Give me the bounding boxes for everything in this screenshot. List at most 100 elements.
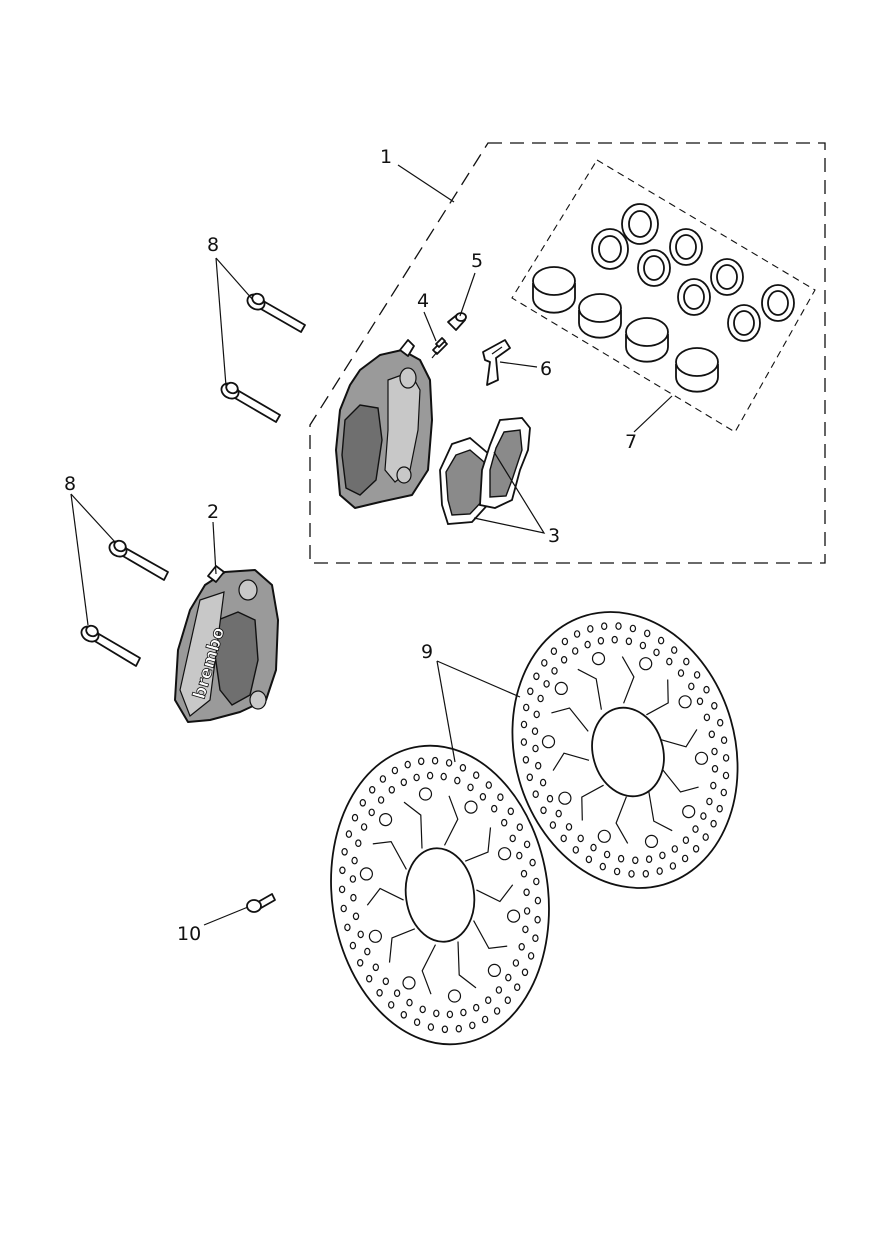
disc-rivet — [554, 681, 568, 696]
disc-drill-hole — [710, 781, 717, 790]
disc-drill-hole — [391, 766, 399, 775]
disc-drill-hole — [720, 788, 728, 797]
disc-drill-hole — [493, 1007, 501, 1015]
callout-8-lower: 8 — [64, 473, 76, 495]
piston — [675, 347, 719, 393]
disc-drill-hole — [516, 851, 523, 860]
disc-drill-hole — [419, 1005, 426, 1014]
disc-drill-hole — [433, 1009, 440, 1018]
disc-drill-hole — [426, 771, 434, 780]
disc-drill-hole — [529, 858, 536, 867]
disc-drill-hole — [427, 1023, 435, 1031]
disc-drill-hole — [518, 942, 525, 951]
seal-ring — [669, 228, 703, 266]
disc-spoke — [372, 840, 407, 870]
callout-10: 10 — [177, 923, 201, 945]
disc-drill-hole — [692, 844, 700, 853]
disc-drill-hole — [509, 834, 516, 843]
disc-drill-hole — [722, 754, 730, 762]
disc-drill-hole — [711, 701, 718, 710]
caliper-bolt — [80, 624, 141, 667]
disc-spoke — [660, 729, 698, 748]
bleed-cap — [447, 312, 467, 331]
disc-spoke — [464, 827, 492, 862]
disc-drill-hole — [653, 648, 660, 657]
disc-drill-hole — [379, 775, 387, 783]
disc-drill-hole — [359, 798, 366, 807]
disc-drill-hole — [543, 680, 550, 688]
disc-rivet — [639, 657, 653, 671]
disc-drill-hole — [345, 830, 353, 838]
disc-drill-hole — [632, 856, 639, 865]
caliper-bolt — [246, 292, 306, 333]
disc-drill-hole — [599, 862, 607, 871]
disc-drill-hole — [702, 833, 709, 841]
disc-drill-hole — [722, 771, 730, 780]
disc-drill-hole — [355, 839, 362, 848]
disc-drill-hole — [590, 843, 597, 852]
disc-drill-hole — [613, 867, 621, 876]
disc-drill-hole — [682, 836, 690, 845]
disc-drill-hole — [339, 866, 346, 875]
disc-drill-hole — [527, 687, 534, 696]
disc-rivet — [694, 751, 709, 765]
bleed-nipple — [431, 337, 448, 359]
disc-drill-hole — [467, 783, 474, 792]
leader-lines — [70, 164, 673, 926]
disc-drill-hole — [501, 818, 508, 827]
disc-drill-hole — [534, 915, 541, 924]
disc-drill-hole — [338, 885, 346, 894]
brake-disc-rear — [511, 611, 739, 889]
disc-drill-hole — [473, 1003, 480, 1012]
disc-drill-hole — [549, 821, 557, 829]
disc-drill-hole — [551, 667, 558, 675]
disc-drill-hole — [531, 727, 539, 736]
disc-drill-hole — [625, 637, 633, 646]
disc-drill-hole — [366, 974, 373, 983]
disc-drill-hole — [555, 809, 562, 818]
disc-spoke — [473, 920, 508, 950]
disc-rivet — [379, 812, 393, 827]
disc-drill-hole — [671, 845, 679, 853]
disc-rivet — [359, 867, 373, 881]
disc-drill-hole — [357, 930, 364, 939]
disc-drill-hole — [597, 636, 605, 645]
disc-drill-hole — [351, 813, 359, 822]
disc-drill-hole — [460, 1008, 467, 1017]
disc-drill-hole — [644, 629, 651, 638]
disc-drill-hole — [351, 856, 358, 865]
disc-drill-hole — [520, 869, 528, 878]
disc-spoke — [421, 944, 437, 995]
callout-labels: 1 2 3 4 5 6 7 8 8 9 10 — [64, 146, 637, 945]
callout-5: 5 — [471, 250, 483, 272]
disc-drill-hole — [711, 747, 718, 756]
disc-drill-hole — [657, 636, 665, 645]
disc-drill-hole — [388, 785, 395, 794]
disc-drill-hole — [469, 1021, 476, 1030]
disc-drill-hole — [659, 851, 666, 860]
disc-drill-hole — [677, 669, 685, 677]
seal-kit-boundary — [511, 159, 816, 433]
piston — [532, 266, 576, 314]
disc-drill-hole — [400, 778, 407, 787]
disc-drill-hole — [577, 834, 584, 843]
disc-drill-hole — [341, 847, 348, 856]
disc-drill-hole — [720, 736, 728, 745]
callout-1: 1 — [380, 146, 392, 168]
disc-drill-hole — [550, 647, 558, 656]
disc-drill-hole — [572, 647, 579, 655]
disc-drill-hole — [615, 622, 622, 630]
disc-drill-hole — [522, 925, 529, 934]
disc-rivet — [418, 787, 433, 801]
disc-drill-hole — [666, 657, 673, 666]
disc-drill-hole — [445, 759, 453, 767]
disc-rivet — [597, 829, 611, 843]
disc-drill-hole — [473, 771, 480, 780]
disc-drill-hole — [573, 630, 581, 638]
disc-drill-hole — [520, 738, 528, 746]
disc-drill-hole — [507, 807, 514, 816]
caliper-bolt — [108, 539, 169, 581]
seal-ring — [710, 258, 744, 296]
disc-drill-hole — [520, 720, 528, 729]
brake-disc-front — [330, 744, 550, 1046]
